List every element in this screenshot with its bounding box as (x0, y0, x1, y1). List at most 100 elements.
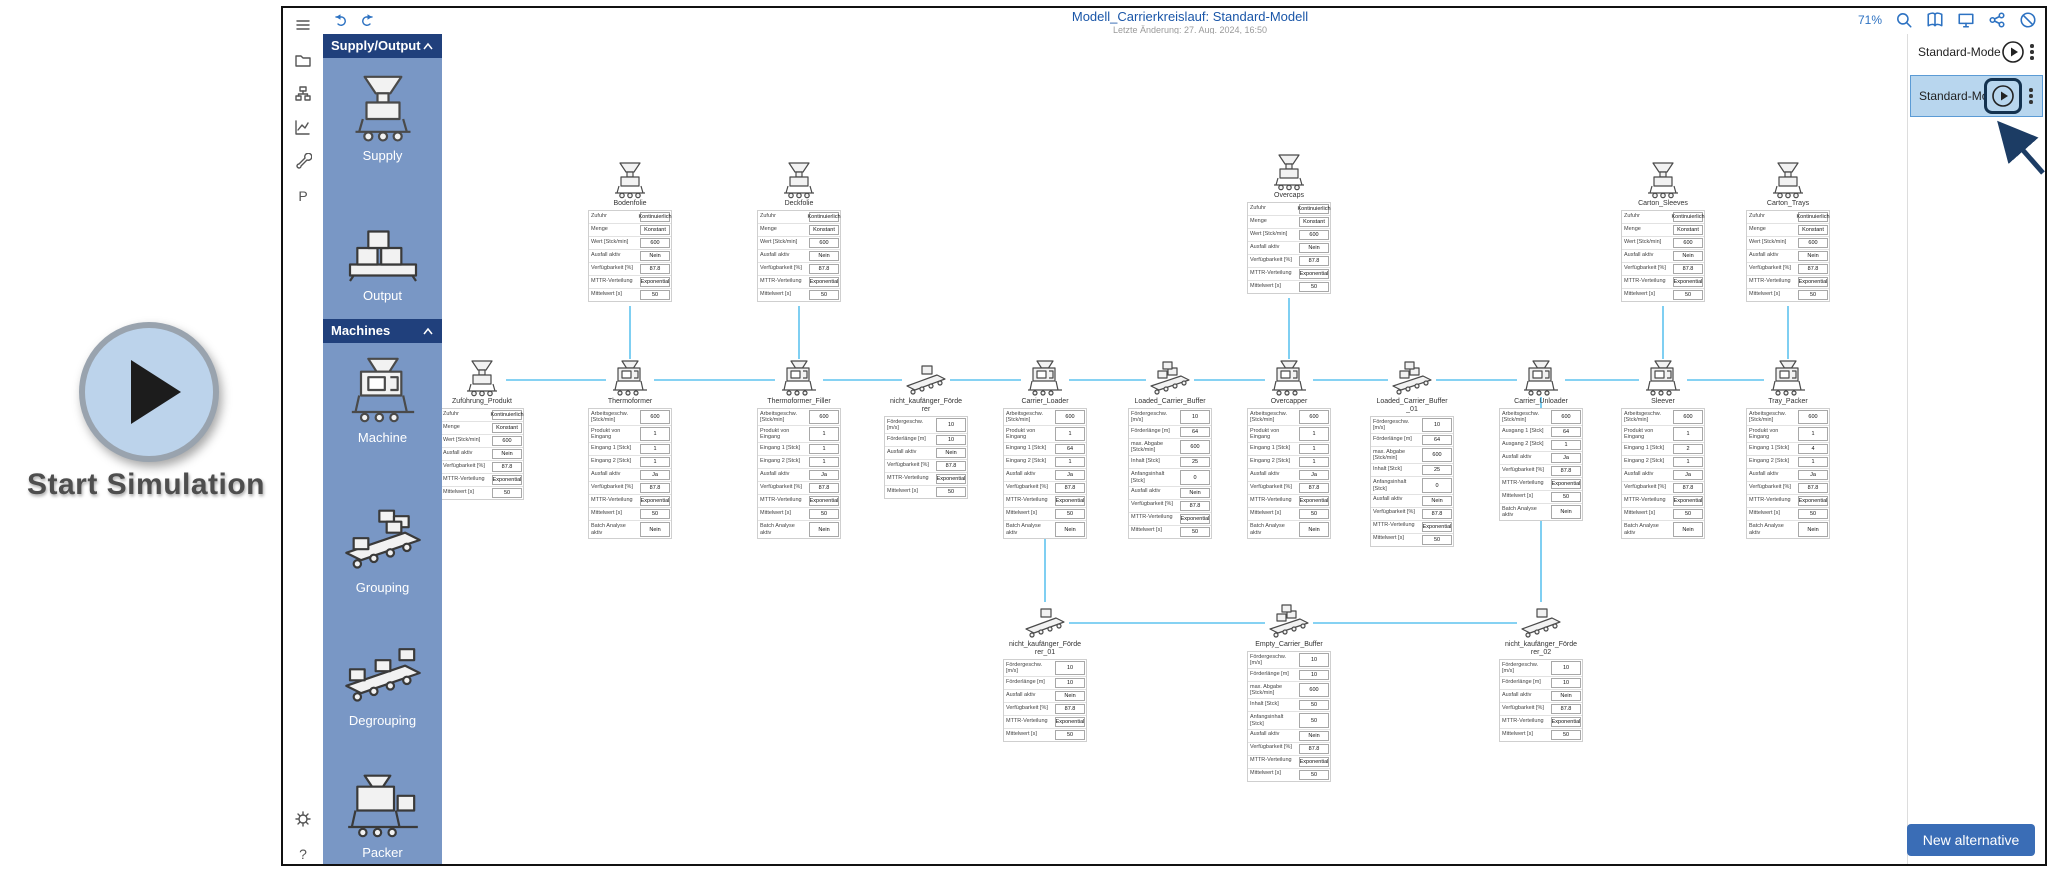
param-value[interactable]: Exponential (492, 475, 522, 486)
param-value[interactable]: Exponential (1551, 479, 1581, 490)
param-value[interactable]: 64 (1551, 427, 1581, 438)
param-value[interactable]: Exponential (809, 277, 839, 288)
node-thermoformer-filler[interactable]: Thermoformer_Filler Arbeitsgeschw. [Stck… (757, 359, 841, 539)
param-value[interactable]: 87.8 (1551, 466, 1581, 477)
sidebar-item-supply[interactable]: Supply (323, 70, 442, 163)
param-value[interactable]: 1 (1798, 457, 1828, 468)
sidebar-item-packer[interactable]: Packer (323, 767, 442, 860)
param-value[interactable]: 87.8 (936, 461, 966, 472)
param-value[interactable]: Exponential (1299, 496, 1329, 507)
param-value[interactable]: 50 (1055, 509, 1085, 520)
param-value[interactable]: 64 (1180, 427, 1210, 438)
sidebar-item-machine[interactable]: Machine (323, 352, 442, 445)
param-value[interactable]: 1 (640, 427, 670, 442)
param-value[interactable]: Exponential (640, 277, 670, 288)
param-value[interactable]: Nein (1299, 730, 1329, 741)
param-value[interactable]: 87.8 (1673, 483, 1703, 494)
param-value[interactable]: Nein (1551, 691, 1581, 702)
param-value[interactable]: 50 (936, 487, 966, 498)
param-value[interactable]: 600 (1673, 238, 1703, 249)
param-value[interactable]: 600 (809, 238, 839, 249)
parameter-tool-icon[interactable]: P (298, 188, 308, 204)
param-value[interactable]: 4 (1798, 444, 1828, 455)
node-empty-carrier-buffer[interactable]: Empty_Carrier_Buffer Fördergeschw. [m/s]… (1247, 602, 1331, 782)
param-value[interactable]: 1 (809, 427, 839, 442)
param-value[interactable]: 1 (809, 457, 839, 468)
param-value[interactable]: Konstant (809, 225, 839, 236)
param-value[interactable]: 2 (1673, 444, 1703, 455)
param-value[interactable]: 1 (1673, 457, 1703, 468)
param-value[interactable]: Exponential (640, 496, 670, 507)
param-value[interactable]: 87.8 (1299, 743, 1329, 754)
param-value[interactable]: 50 (1673, 290, 1703, 301)
param-value[interactable]: Nein (1551, 505, 1581, 520)
param-value[interactable]: 50 (1299, 700, 1329, 711)
param-value[interactable]: 600 (640, 410, 670, 425)
kebab-menu-icon[interactable] (2025, 40, 2039, 65)
param-value[interactable]: 50 (1673, 509, 1703, 520)
param-value[interactable]: 1 (1798, 427, 1828, 442)
param-value[interactable]: Nein (1798, 522, 1828, 537)
param-value[interactable]: Nein (1422, 495, 1452, 506)
param-value[interactable]: Nein (809, 251, 839, 262)
param-value[interactable]: 50 (1299, 713, 1329, 728)
param-value[interactable]: Exponential (1299, 756, 1329, 767)
param-value[interactable]: 87.8 (1422, 508, 1452, 519)
play-simulation-button[interactable] (1991, 84, 2015, 108)
param-value[interactable]: Konstant (1673, 225, 1703, 236)
node-foerderer[interactable]: nicht_kaufänger_Förderer Fördergeschw. [… (884, 359, 968, 500)
param-value[interactable]: Konstant (492, 423, 522, 434)
param-value[interactable]: Nein (1299, 243, 1329, 254)
param-value[interactable]: 87.8 (1180, 500, 1210, 511)
param-value[interactable]: 10 (1055, 661, 1085, 676)
sidebar-item-degrouping[interactable]: Degrouping (323, 635, 442, 728)
param-value[interactable]: 50 (1798, 290, 1828, 301)
section-header-machines[interactable]: Machines (323, 319, 442, 343)
param-value[interactable]: Nein (936, 448, 966, 459)
param-value[interactable]: 10 (1299, 653, 1329, 668)
play-simulation-button[interactable] (2001, 40, 2025, 64)
param-value[interactable]: Exponential (1798, 496, 1828, 507)
map-icon[interactable] (1926, 11, 1944, 29)
param-value[interactable]: Ja (1551, 453, 1581, 464)
node-foerderer-02[interactable]: nicht_kaufänger_Förderer_02 Fördergeschw… (1499, 602, 1583, 743)
param-value[interactable]: Kontinuierlich (807, 212, 841, 223)
param-value[interactable]: Exponential (1422, 521, 1452, 532)
param-value[interactable]: Exponential (1180, 513, 1210, 524)
param-value[interactable]: 600 (1798, 410, 1828, 425)
param-value[interactable]: 50 (1422, 534, 1452, 545)
model-row-standard-modell-1[interactable]: Standard-Modell_1 (1910, 75, 2043, 117)
param-value[interactable]: Ja (1798, 470, 1828, 481)
param-value[interactable]: Nein (492, 449, 522, 460)
param-value[interactable]: 50 (1055, 730, 1085, 741)
param-value[interactable]: 10 (936, 435, 966, 446)
param-value[interactable]: 25 (1180, 457, 1210, 468)
sidebar-item-output[interactable]: Output (323, 210, 442, 303)
param-value[interactable]: Ja (1055, 470, 1085, 481)
param-value[interactable]: Nein (1055, 691, 1085, 702)
param-value[interactable]: Nein (1055, 522, 1085, 537)
redo-icon[interactable] (359, 11, 377, 29)
param-value[interactable]: 600 (1055, 410, 1085, 425)
monitor-icon[interactable] (1957, 11, 1975, 29)
param-value[interactable]: 1 (1299, 457, 1329, 468)
sidebar-item-grouping[interactable]: Grouping (323, 502, 442, 595)
param-value[interactable]: Nein (1798, 251, 1828, 262)
section-header-supply-output[interactable]: Supply/Output (323, 34, 442, 58)
param-value[interactable]: 1 (1551, 440, 1581, 451)
param-value[interactable]: 87.8 (1055, 483, 1085, 494)
param-value[interactable]: Ja (1299, 470, 1329, 481)
param-value[interactable]: 87.8 (1798, 264, 1828, 275)
param-value[interactable]: 87.8 (640, 483, 670, 494)
param-value[interactable]: 50 (1798, 509, 1828, 520)
param-value[interactable]: Nein (1673, 522, 1703, 537)
node-carrier-loader[interactable]: Carrier_Loader Arbeitsgeschw. [Stck/min]… (1003, 359, 1087, 539)
param-value[interactable]: 600 (1299, 230, 1329, 241)
param-value[interactable]: 50 (492, 488, 522, 499)
share-icon[interactable] (1988, 11, 2006, 29)
param-value[interactable]: Exponential (1673, 277, 1703, 288)
node-tray-packer[interactable]: Tray_Packer Arbeitsgeschw. [Stck/min]600… (1746, 359, 1830, 539)
